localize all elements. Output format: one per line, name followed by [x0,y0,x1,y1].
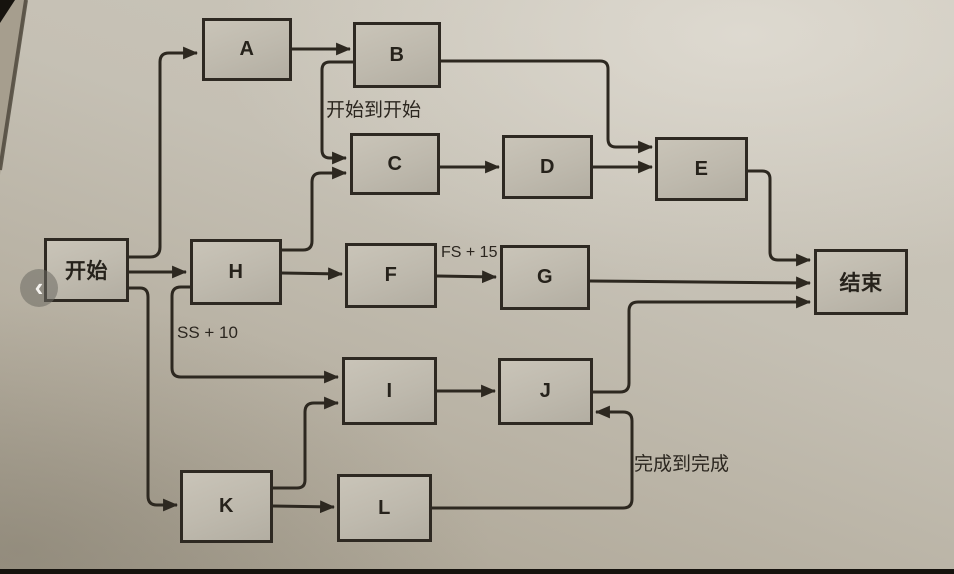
node-a: A [202,18,292,81]
edge-b-e [441,59,654,154]
node-j: J [498,358,593,425]
node-b-label: B [389,43,405,66]
node-c: C [350,133,440,195]
node-j-label: J [539,380,552,402]
page-edge-shadow [0,0,28,171]
edge-h-c [282,166,348,252]
edge-h-f [281,267,344,281]
edge-f-g-fs15 [436,270,498,284]
photo-bottom-edge [0,569,954,574]
edge-e-end [748,169,812,267]
photo-corner-dark [0,0,15,23]
node-end-label: 结束 [839,272,883,295]
node-start-label: 开始 [65,260,108,283]
edge-k-i [273,396,340,490]
node-g-label: G [536,266,554,288]
node-a-label: A [239,38,255,60]
edge-g-end [589,276,812,290]
edge-start-a [129,46,199,259]
node-k-label: K [219,495,234,517]
back-button[interactable]: ‹ [20,269,58,307]
edge-start-k [129,286,179,512]
edge-k-l [272,500,336,514]
node-i: I [342,357,437,425]
node-d: D [502,135,593,199]
node-g: G [500,245,590,310]
edge-j-end [593,295,812,394]
edge-h-i-ss10 [170,285,340,384]
node-e-label: E [694,157,709,180]
back-chevron-icon: ‹ [34,271,44,302]
node-l: L [337,474,432,542]
node-b: B [353,22,441,88]
node-f: F [345,243,437,308]
edge-b-c-ss [320,60,353,165]
node-e: E [655,137,748,201]
node-end: 结束 [814,249,908,315]
label-fs-plus-15: FS + 15 [441,244,498,261]
node-h: H [190,239,282,305]
node-h-label: H [228,260,244,283]
label-ss-plus-10: SS + 10 [177,323,238,342]
node-c-label: C [387,152,403,175]
label-finish-to-finish: 完成到完成 [634,454,730,475]
node-f-label: F [384,264,398,286]
node-k: K [180,470,273,543]
label-start-to-start: 开始到开始 [326,100,422,121]
node-l-label: L [378,496,391,519]
node-i-label: I [386,379,393,402]
node-d-label: D [540,155,555,178]
edge-l-j-ff [432,405,634,510]
